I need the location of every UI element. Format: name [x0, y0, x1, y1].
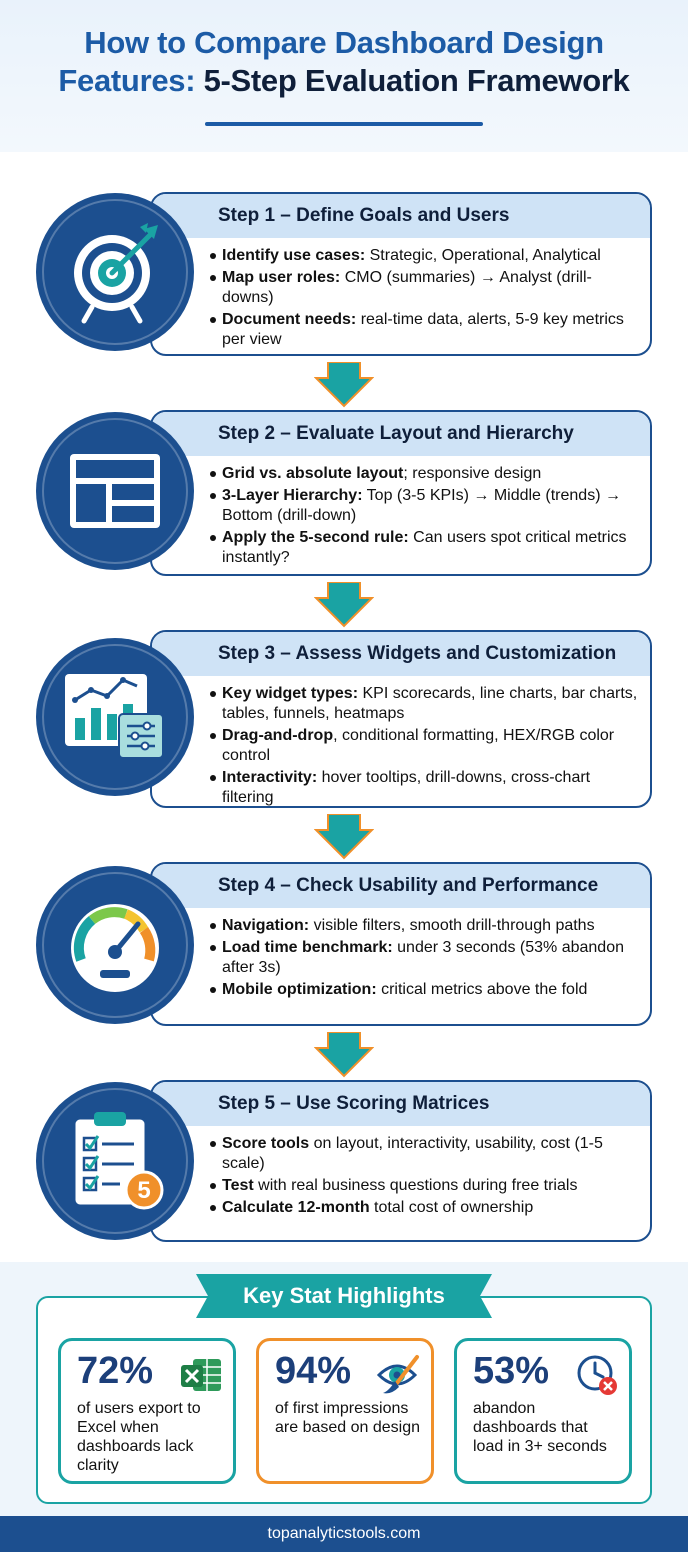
bullet-bold: Key widget types:: [222, 685, 359, 702]
stat-text: of users export to Excel when dashboards…: [77, 1400, 201, 1474]
bullet-text: with real business questions during free…: [253, 1177, 578, 1194]
bullet-item: 3-Layer Hierarchy: Top (3-5 KPIs) → Midd…: [210, 486, 638, 526]
step-bullets: Grid vs. absolute layout; responsive des…: [152, 456, 650, 568]
stat-value: 53%: [473, 1350, 550, 1392]
bullet-bold: Mobile optimization:: [222, 981, 377, 998]
bullet-item: Drag-and-drop, conditional formatting, H…: [210, 726, 638, 766]
bullet-item: Calculate 12-month total cost of ownersh…: [210, 1198, 638, 1218]
chart-widgets-icon: [65, 674, 164, 759]
eye-brush-icon: [377, 1355, 419, 1394]
bullet-text: Strategic, Operational, Analytical: [365, 247, 601, 264]
bullet-item: Test with real business questions during…: [210, 1176, 638, 1196]
step-heading: Step 5 – Use Scoring Matrices: [152, 1082, 650, 1126]
bullet-bold: Document needs:: [222, 311, 357, 328]
bullet-item: Key widget types: KPI scorecards, line c…: [210, 684, 638, 724]
step-card-1: Step 1 – Define Goals and Users Identify…: [150, 192, 652, 356]
bullet-item: Interactivity: hover tooltips, drill-dow…: [210, 768, 638, 806]
title-underline: [205, 122, 483, 126]
footer-site-link[interactable]: topanalyticstools.com: [267, 1525, 421, 1542]
header: How to Compare Dashboard Design Features…: [0, 0, 688, 152]
page-title: How to Compare Dashboard Design Features…: [0, 24, 688, 100]
excel-icon: [181, 1359, 221, 1391]
bullet-bold: Score tools: [222, 1135, 310, 1152]
title-line-2-dark: 5-Step Evaluation Framework: [203, 63, 630, 98]
step-1-icon-badge: [36, 193, 194, 351]
bullet-item: Document needs: real-time data, alerts, …: [210, 310, 638, 350]
stat-value: 94%: [275, 1350, 352, 1392]
clipboard-checklist-icon: 5: [72, 1112, 164, 1210]
clock-cancel-icon: [577, 1355, 617, 1395]
stats-title: Key Stat Highlights: [243, 1283, 445, 1308]
svg-text:5: 5: [137, 1177, 150, 1204]
step-2-icon-badge: [36, 412, 194, 570]
step-3-icon-badge: [36, 638, 194, 796]
bullet-item: Mobile optimization: critical metrics ab…: [210, 980, 638, 1000]
step-card-4: Step 4 – Check Usability and Performance…: [150, 862, 652, 1026]
down-arrow-icon: [314, 814, 374, 860]
bullet-text: Top (3-5 KPIs) → Middle (trends) → Botto…: [222, 487, 621, 524]
bullet-bold: Test: [222, 1177, 254, 1194]
bullet-text: hover tooltips, drill-downs, cross-chart…: [222, 769, 591, 806]
step-heading: Step 4 – Check Usability and Performance: [152, 864, 650, 908]
bullet-text: real-time data, alerts, 5-9 key metrics …: [222, 311, 624, 348]
bullet-item: Load time benchmark: under 3 seconds (53…: [210, 938, 638, 978]
bullet-bold: Load time benchmark:: [222, 939, 393, 956]
step-card-3: Step 3 – Assess Widgets and Customizatio…: [150, 630, 652, 808]
bullet-item: Navigation: visible filters, smooth dril…: [210, 916, 638, 936]
down-arrow-icon: [314, 1032, 374, 1078]
step-bullets: Navigation: visible filters, smooth dril…: [152, 908, 650, 1000]
stat-card-1: 72% of users export to Excel when dashbo…: [58, 1338, 236, 1484]
down-arrow-icon: [314, 362, 374, 408]
step-heading: Step 1 – Define Goals and Users: [152, 194, 650, 238]
stat-text: of first impressions are based on design: [275, 1400, 420, 1436]
stats-ribbon: [196, 1274, 492, 1318]
bullet-bold: Interactivity:: [222, 769, 318, 786]
bullet-bold: Navigation:: [222, 917, 310, 934]
bullet-item: Apply the 5-second rule: Can users spot …: [210, 528, 638, 568]
bullet-bold: Calculate 12-month: [222, 1199, 370, 1216]
bullet-text: Can users spot critical metrics instantl…: [222, 529, 627, 566]
bullet-bold: Apply the 5-second rule:: [222, 529, 409, 546]
stat-card-2: 94% of first impressions are based on de…: [256, 1338, 434, 1484]
bullet-text: on layout, interactivity, usability, cos…: [222, 1135, 603, 1172]
step-heading: Step 2 – Evaluate Layout and Hierarchy: [152, 412, 650, 456]
bullet-text: critical metrics above the fold: [376, 981, 588, 998]
speedometer-icon: [71, 904, 159, 992]
bullet-bold: Identify use cases:: [222, 247, 366, 264]
bullet-item: Identify use cases: Strategic, Operation…: [210, 246, 638, 266]
bullet-item: Grid vs. absolute layout; responsive des…: [210, 464, 638, 484]
title-line-2-blue: Features:: [58, 63, 204, 98]
step-card-5: Step 5 – Use Scoring Matrices Score tool…: [150, 1080, 652, 1242]
stat-text: abandon dashboards that load in 3+ secon…: [473, 1400, 607, 1455]
bullet-text: , conditional formatting, HEX/RGB color …: [222, 727, 615, 764]
layout-grid-icon: [70, 454, 160, 528]
bullet-text: CMO (summaries) → Analyst (drill-downs): [222, 269, 592, 306]
bullet-item: Map user roles: CMO (summaries) → Analys…: [210, 268, 638, 308]
step-bullets: Identify use cases: Strategic, Operation…: [152, 238, 650, 350]
footer: topanalyticstools.com: [0, 1516, 688, 1552]
bullet-bold: Map user roles:: [222, 269, 341, 286]
bullet-bold: 3-Layer Hierarchy:: [222, 487, 363, 504]
bullet-text: visible filters, smooth drill-through pa…: [309, 917, 595, 934]
stat-value: 72%: [77, 1350, 154, 1392]
bullet-bold: Grid vs. absolute layout: [222, 465, 404, 482]
bullet-bold: Drag-and-drop: [222, 727, 334, 744]
bullet-text: KPI scorecards, line charts, bar charts,…: [222, 685, 638, 722]
stat-card-3: 53% abandon dashboards that load in 3+ s…: [454, 1338, 632, 1484]
title-line-2: Features: 5-Step Evaluation Framework: [0, 62, 688, 100]
bullet-text: total cost of ownership: [369, 1199, 534, 1216]
step-4-icon-badge: [36, 866, 194, 1024]
step-card-2: Step 2 – Evaluate Layout and Hierarchy G…: [150, 410, 652, 576]
target-icon: [74, 223, 158, 324]
title-line-1: How to Compare Dashboard Design: [84, 25, 604, 60]
down-arrow-icon: [314, 582, 374, 628]
step-5-icon-badge: 5: [36, 1082, 194, 1240]
step-bullets: Key widget types: KPI scorecards, line c…: [152, 676, 650, 806]
step-bullets: Score tools on layout, interactivity, us…: [152, 1126, 650, 1218]
bullet-item: Score tools on layout, interactivity, us…: [210, 1134, 638, 1174]
step-heading: Step 3 – Assess Widgets and Customizatio…: [152, 632, 650, 676]
bullet-text: ; responsive design: [403, 465, 542, 482]
bullet-text: under 3 seconds (53% abandon after 3s): [222, 939, 624, 976]
